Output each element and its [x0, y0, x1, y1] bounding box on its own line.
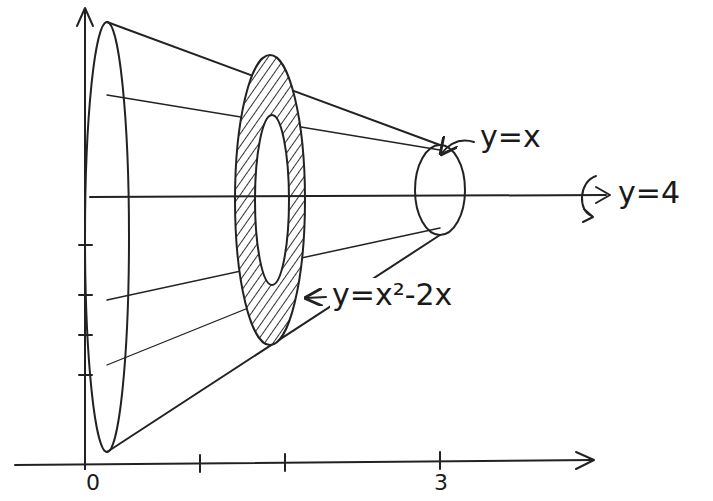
curve-label: y=4	[616, 176, 682, 211]
rotation-axis-head	[596, 187, 610, 203]
x-ticks	[200, 452, 440, 472]
rotation-axis	[90, 195, 606, 197]
washer	[235, 55, 305, 345]
curve-label: y=x²-2x	[330, 278, 454, 313]
y-axis-head	[77, 8, 93, 26]
leader-line	[441, 141, 474, 155]
surface-line	[107, 300, 268, 365]
tick-label: 3	[432, 470, 450, 495]
washer-hole	[255, 115, 289, 285]
rotation-arrow-head	[583, 209, 593, 222]
curve-label: y=x	[478, 120, 543, 155]
x-axis-head	[576, 452, 594, 469]
right-face	[415, 145, 465, 235]
x-axis	[15, 460, 592, 465]
leader-line	[306, 297, 326, 298]
tick-label: 0	[84, 470, 102, 495]
left-face	[85, 22, 129, 452]
